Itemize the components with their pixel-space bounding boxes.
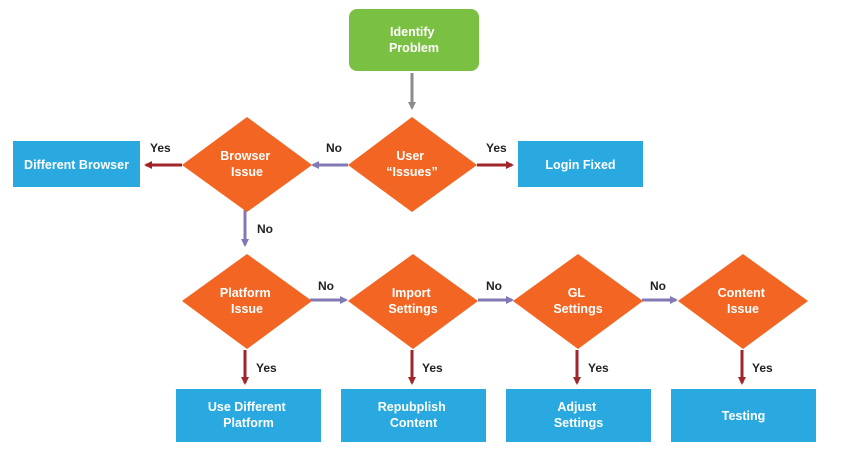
import-settings-decision: [348, 254, 478, 349]
label-yes-browser-different: Yes: [150, 141, 171, 155]
browser-issue-label: Browser Issue: [220, 149, 274, 179]
platform-issue-label: Platform Issue: [220, 286, 274, 316]
content-issue-label: Content Issue: [718, 286, 769, 316]
republish-content-label: Repubplish Content: [378, 400, 450, 430]
different-browser-label: Different Browser: [24, 158, 129, 172]
platform-issue-decision: [182, 254, 312, 349]
user-issues-decision: [348, 117, 477, 212]
label-no-platform-import: No: [318, 279, 334, 293]
use-different-platform-node: [176, 389, 321, 442]
label-yes-platform-use: Yes: [256, 361, 277, 375]
label-yes-user-login: Yes: [486, 141, 507, 155]
adjust-settings-node: [506, 389, 651, 442]
label-no-browser-platform: No: [257, 222, 273, 236]
identify-problem-node: [349, 9, 479, 71]
gl-settings-label: GL Settings: [553, 286, 602, 316]
identify-problem-label: Identify Problem: [389, 25, 439, 55]
label-yes-content-testing: Yes: [752, 361, 773, 375]
label-no-user-browser: No: [326, 141, 342, 155]
republish-content-node: [341, 389, 486, 442]
login-fixed-label: Login Fixed: [545, 158, 615, 172]
testing-node: [671, 389, 816, 442]
adjust-settings-label: Adjust Settings: [554, 400, 603, 430]
login-fixed-node: [518, 141, 643, 187]
user-issues-label: User “Issues”: [386, 149, 437, 179]
label-no-gl-content: No: [650, 279, 666, 293]
different-browser-node: [13, 141, 140, 187]
label-no-import-gl: No: [486, 279, 502, 293]
label-yes-import-republish: Yes: [422, 361, 443, 375]
import-settings-label: Import Settings: [388, 286, 437, 316]
browser-issue-decision: [182, 117, 312, 212]
content-issue-decision: [678, 254, 808, 349]
use-different-platform-label: Use Different Platform: [208, 400, 289, 430]
label-yes-gl-adjust: Yes: [588, 361, 609, 375]
testing-label: Testing: [722, 409, 766, 423]
gl-settings-decision: [513, 254, 643, 349]
